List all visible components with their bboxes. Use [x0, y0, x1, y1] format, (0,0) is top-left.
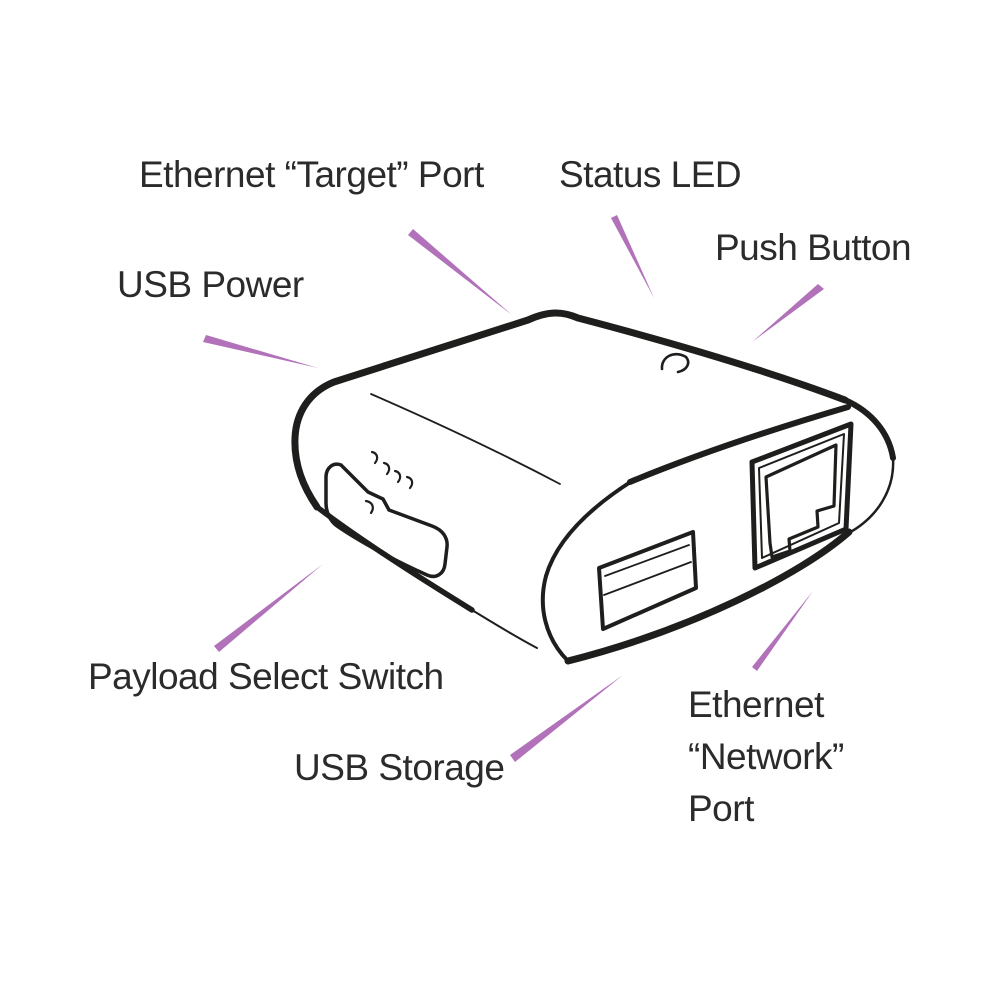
- push-button-mark: [660, 352, 690, 374]
- payload-indicator-leds: [370, 450, 414, 490]
- label-push-button: Push Button: [715, 227, 912, 268]
- leader-line-network-port: [752, 591, 813, 671]
- leader-line-push-button: [752, 284, 824, 342]
- device-outline-right-cap: [842, 397, 896, 461]
- usb-port-tongue-line: [603, 561, 692, 596]
- rj45-liner: [758, 433, 845, 559]
- label-network-line-3: Port: [688, 788, 754, 829]
- payload-select-switch-slot: [324, 462, 449, 579]
- rj45-opening: [764, 443, 838, 559]
- payload-switch-knob-mark: [364, 499, 374, 515]
- label-usb-power: USB Power: [117, 264, 304, 305]
- leader-line-payload-select: [214, 564, 323, 652]
- device-outline-top: [291, 309, 849, 511]
- device-outline-right-cap-thin: [845, 456, 895, 536]
- label-network-line-2: “Network”: [688, 736, 844, 777]
- device-outline-bottom-right: [564, 528, 853, 665]
- leader-line-usb-power: [203, 335, 318, 368]
- leader-line-status-led: [611, 215, 654, 298]
- leader-line-target-port: [408, 229, 512, 315]
- label-usb-storage: USB Storage: [294, 747, 505, 788]
- end-cap-left-arc: [540, 479, 634, 663]
- label-status-led: Status LED: [559, 154, 742, 195]
- usb-storage-port: [597, 530, 698, 631]
- rj45-bezel: [749, 421, 854, 571]
- top-face-crease-line: [370, 393, 561, 485]
- leader-line-usb-storage: [510, 675, 623, 762]
- device-body: [294, 312, 895, 664]
- usb-port-inner-line: [604, 544, 690, 577]
- label-network-line-1: Ethernet: [688, 684, 824, 725]
- device-outline-bottom-left-thin: [471, 609, 538, 649]
- end-cap-top-edge: [627, 404, 851, 485]
- label-ethernet-target-port: Ethernet “Target” Port: [139, 154, 484, 195]
- label-ethernet-network-port: Ethernet “Network” Port: [688, 679, 844, 835]
- label-payload-select-switch: Payload Select Switch: [88, 656, 444, 697]
